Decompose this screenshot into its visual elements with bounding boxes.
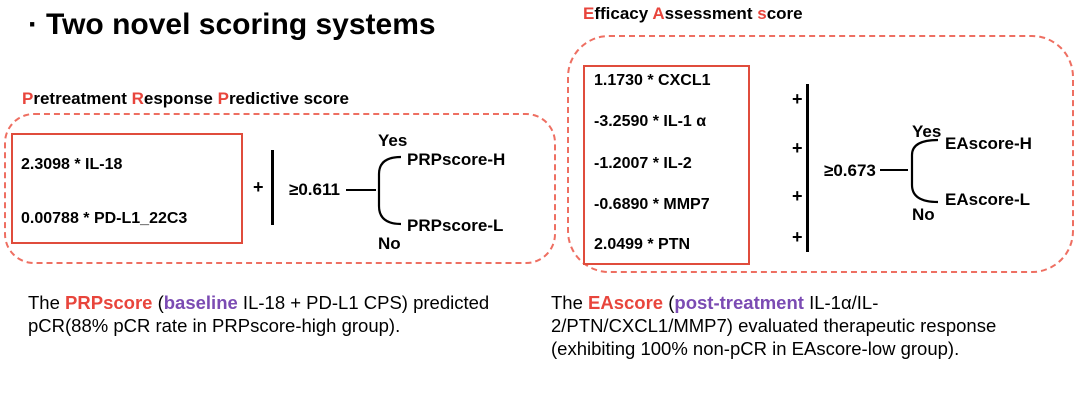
ea-title-w3: core [766, 4, 803, 23]
ea-title: Efficacy Assessment score [583, 4, 803, 24]
prp-branch-lines [346, 155, 402, 226]
prp-threshold: ≥0.611 [289, 180, 340, 199]
prp-title-r: R [131, 89, 144, 108]
ea-caption-lead: The [551, 292, 589, 313]
prp-term-1: 2.3098 * IL-18 [21, 156, 123, 173]
prp-title-p1: P [22, 89, 34, 108]
prp-caption-open: ( [152, 292, 164, 313]
ea-plus-4: + [792, 227, 803, 247]
ea-low-label: EAscore-L [945, 190, 1031, 209]
prp-yes-label: Yes [378, 131, 408, 150]
ea-title-e: E [583, 4, 595, 23]
ea-yes-label: Yes [912, 122, 942, 141]
bullet: · [28, 8, 38, 41]
ea-high-label: EAscore-H [945, 134, 1032, 153]
prp-divider [271, 150, 274, 225]
ea-threshold: ≥0.673 [824, 161, 876, 180]
prp-title-p2: P [217, 89, 229, 108]
ea-caption-kind: post-treatment [674, 292, 804, 313]
prp-high-label: PRPscore-H [407, 150, 506, 169]
ea-caption: The EAscore (post-treatment IL-1α/IL-2/P… [551, 291, 1056, 360]
prp-caption-score: PRPscore [65, 292, 153, 313]
ea-term-1: 1.1730 * CXCL1 [594, 72, 711, 89]
ea-caption-open: ( [663, 292, 675, 313]
ea-caption-rest: IL-1α/IL-2/PTN/CXCL1/MMP7) evaluated the… [551, 292, 997, 359]
ea-plus-1: + [792, 89, 803, 109]
prp-title-w1: retreatment [33, 89, 132, 108]
ea-divider [806, 84, 809, 252]
ea-caption-score: EAscore [588, 292, 664, 313]
ea-dashed-frame [567, 35, 1074, 273]
prp-plus: + [253, 177, 264, 197]
ea-terms-box: 1.1730 * CXCL1 -3.2590 * IL-1 α -1.2007 … [583, 65, 750, 265]
ea-no-label: No [912, 205, 935, 224]
prp-low-label: PRPscore-L [407, 216, 504, 235]
prp-caption-kind: baseline [163, 292, 238, 313]
prp-caption-rest: IL-18 + PD-L1 CPS) predicted pCR(88% pCR… [28, 292, 490, 336]
prp-no-label: No [378, 234, 401, 253]
ea-title-w1: fficacy [594, 4, 653, 23]
prp-caption-lead: The [28, 292, 66, 313]
prp-terms-box: 2.3098 * IL-18 0.00788 * PD-L1_22C3 [11, 133, 243, 244]
ea-term-4: -0.6890 * MMP7 [594, 196, 710, 213]
heading-text: Two novel scoring systems [46, 8, 436, 41]
prp-term-2: 0.00788 * PD-L1_22C3 [21, 210, 188, 227]
prp-dashed-frame [4, 113, 556, 264]
ea-branch-lines [880, 138, 939, 204]
prp-caption: The PRPscore (baseline IL-18 + PD-L1 CPS… [28, 291, 538, 337]
ea-title-s: s [757, 4, 767, 23]
ea-term-3: -1.2007 * IL-2 [594, 155, 692, 172]
ea-term-2: -3.2590 * IL-1 α [594, 113, 707, 130]
ea-title-w2: ssessment [664, 4, 758, 23]
ea-title-a: A [652, 4, 665, 23]
prp-title-w2: esponse [143, 89, 218, 108]
ea-term-5: 2.0499 * PTN [594, 236, 691, 253]
ea-plus-3: + [792, 186, 803, 206]
page-heading: ·Two novel scoring systems [28, 8, 436, 42]
ea-plus-2: + [792, 138, 803, 158]
prp-title-w3: redictive score [228, 89, 349, 108]
prp-title: Pretreatment Response Predictive score [22, 89, 349, 109]
